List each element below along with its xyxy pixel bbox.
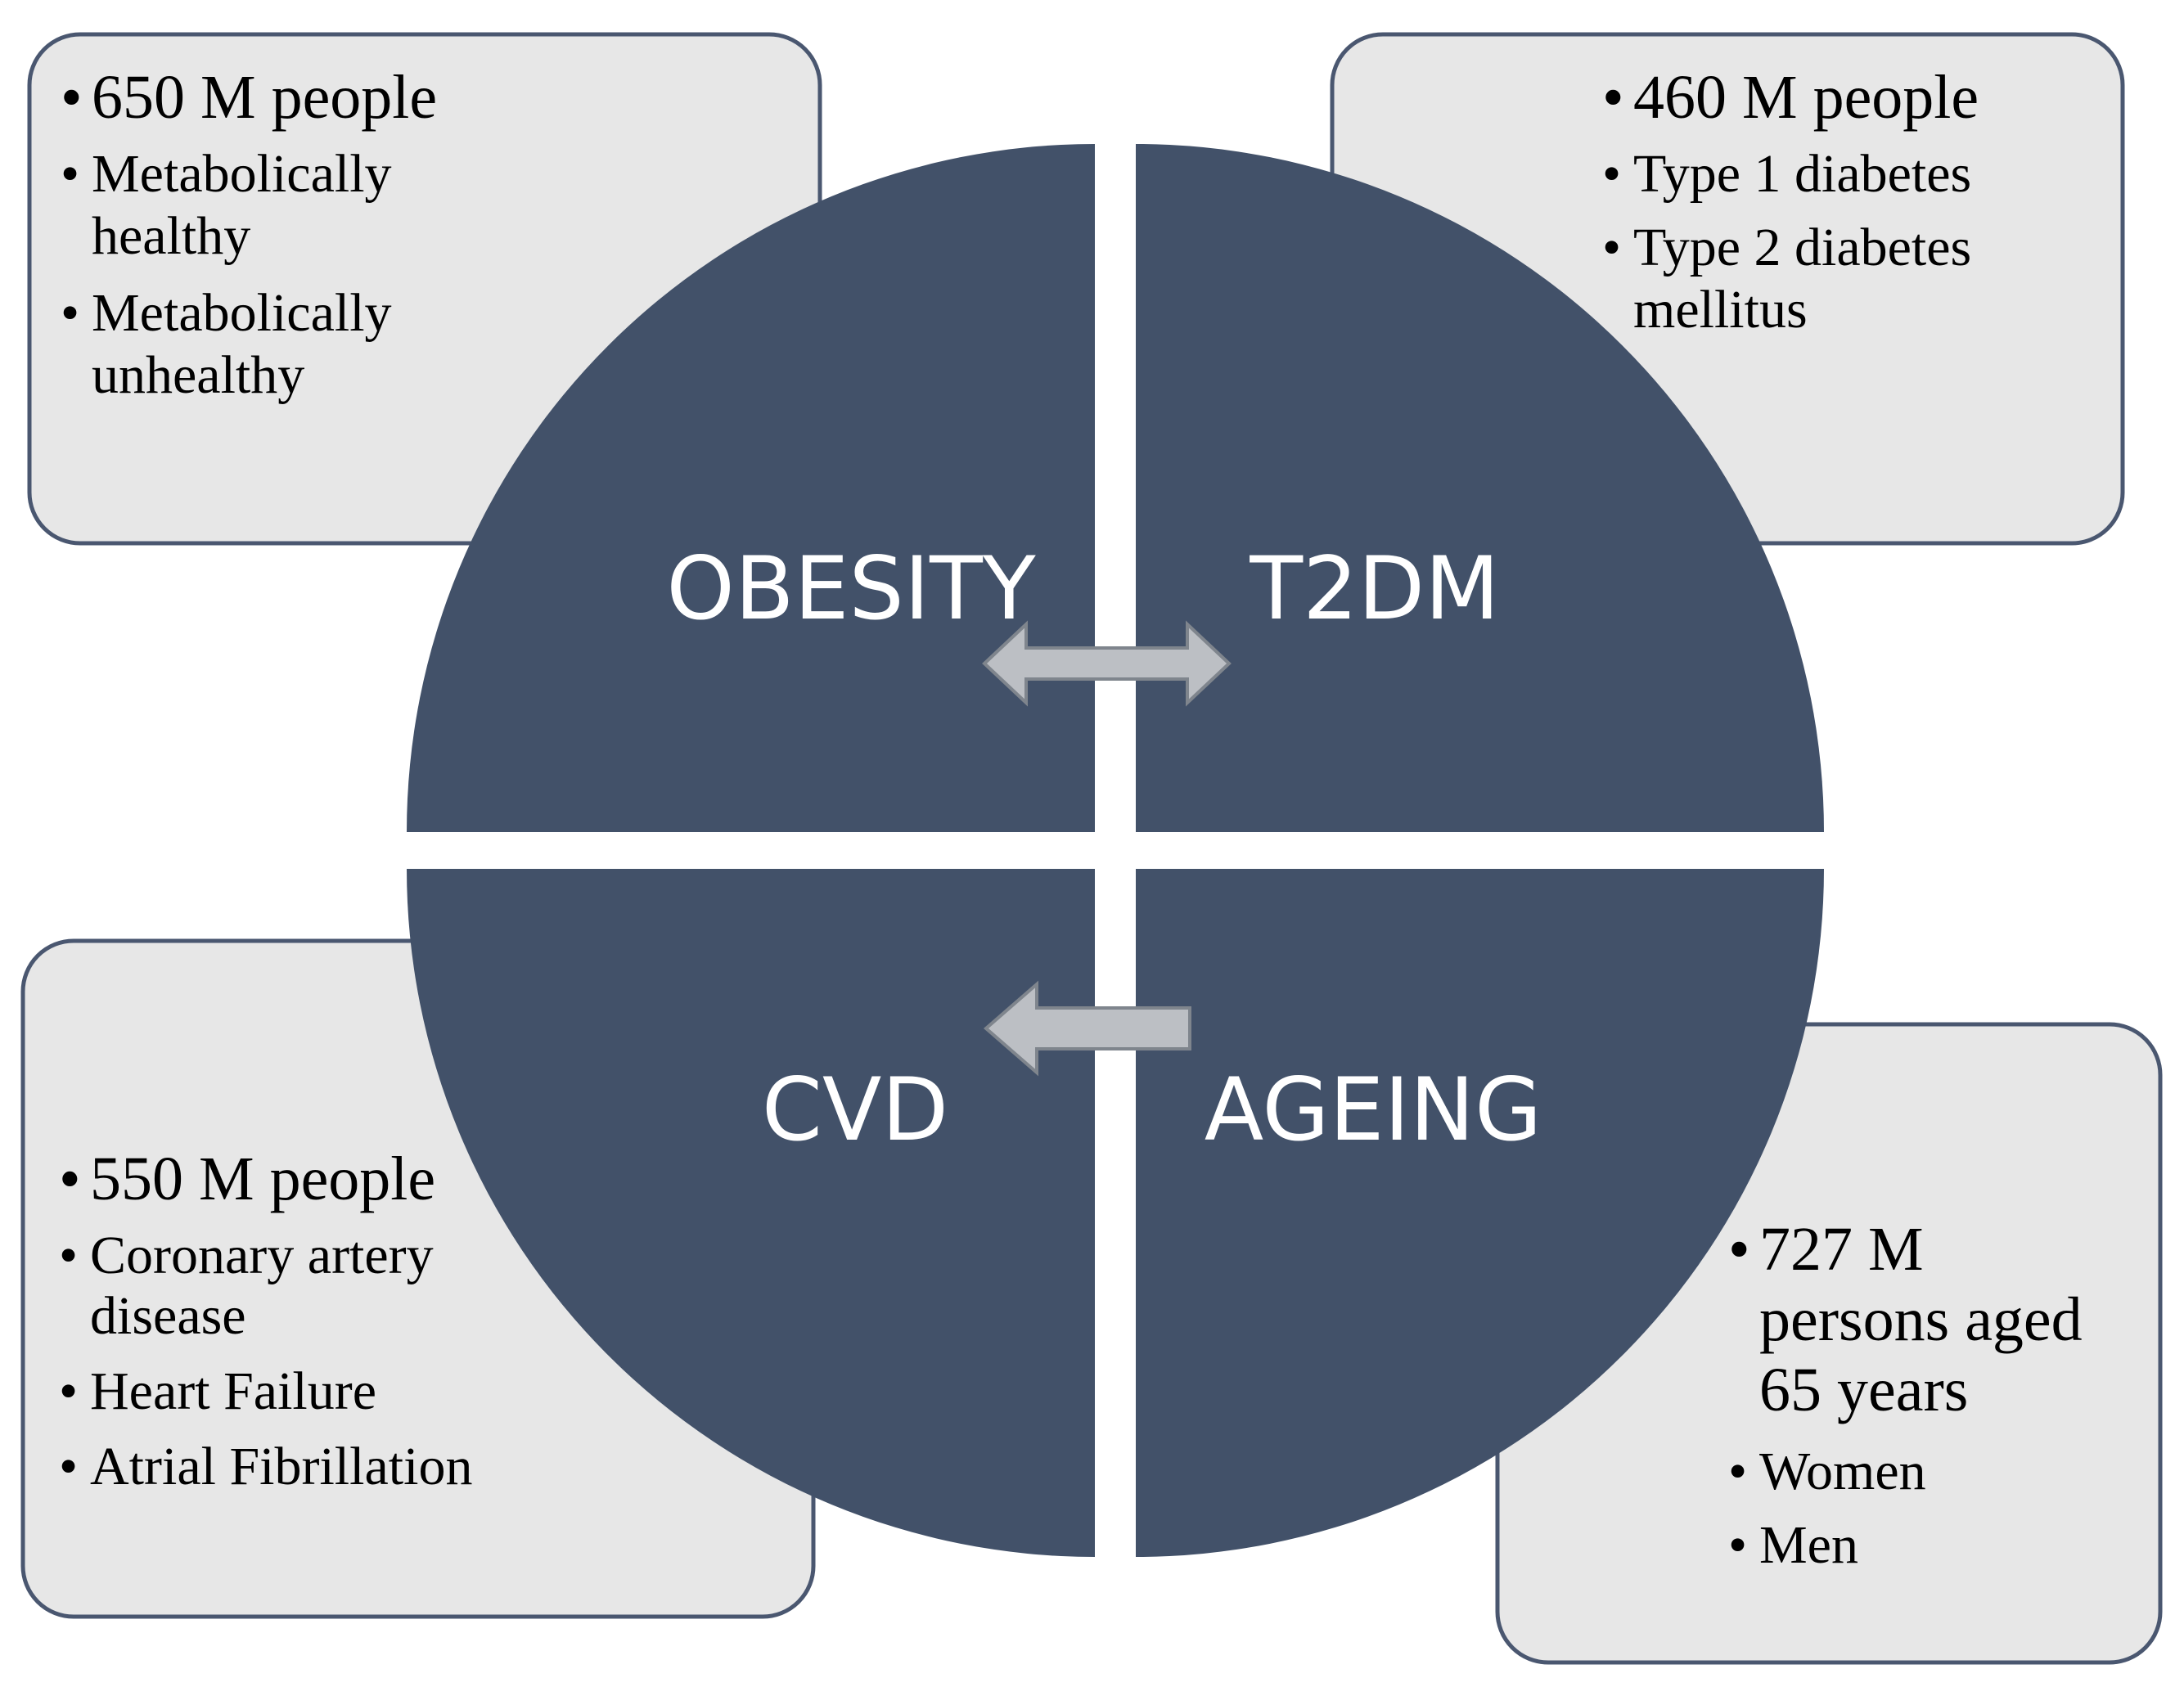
bullet-icon: • bbox=[59, 1226, 78, 1285]
population-count: 727 M bbox=[1759, 1215, 1924, 1284]
bullet-icon: • bbox=[1602, 218, 1621, 277]
population-count: 550 M people bbox=[90, 1145, 435, 1213]
bullet-icon: • bbox=[1728, 1515, 1747, 1575]
cvd-bullet-list: •550 M people•Coronary arterydisease•Hea… bbox=[59, 1145, 472, 1496]
ageing-quadrant bbox=[1136, 869, 1824, 1557]
bullet-item: mellitus bbox=[1633, 280, 1808, 340]
bullet-icon: • bbox=[1602, 144, 1621, 204]
obesity-bullet-list: •650 M people•Metabolicallyhealthy•Metab… bbox=[61, 63, 437, 405]
bullet-item: healthy bbox=[92, 206, 250, 266]
bullet-icon: • bbox=[61, 63, 83, 132]
cvd-label: CVD bbox=[762, 1059, 948, 1160]
bullet-icon: • bbox=[1728, 1442, 1747, 1501]
bullet-item: disease bbox=[90, 1286, 246, 1346]
bullet-icon: • bbox=[59, 1361, 78, 1421]
bullet-item: Atrial Fibrillation bbox=[90, 1437, 472, 1496]
bullet-icon: • bbox=[1728, 1215, 1750, 1284]
bullet-icon: • bbox=[1602, 63, 1624, 132]
double-headed-arrow-icon bbox=[982, 620, 1232, 707]
cvd-quadrant bbox=[407, 869, 1095, 1557]
bullet-item: Metabolically bbox=[92, 144, 392, 204]
bullet-item: unhealthy bbox=[92, 345, 304, 405]
bullet-item: Metabolically bbox=[92, 283, 392, 343]
t2dm-bullet-list: •460 M people•Type 1 diabetes•Type 2 dia… bbox=[1602, 63, 1979, 340]
bullet-item: Women bbox=[1759, 1442, 1926, 1501]
t2dm-quadrant bbox=[1136, 144, 1824, 832]
obesity-label: OBESITY bbox=[666, 538, 1035, 639]
bullet-item: Type 1 diabetes bbox=[1633, 144, 1971, 204]
population-count: 650 M people bbox=[92, 63, 437, 132]
bullet-icon: • bbox=[61, 283, 79, 343]
bullet-item: Type 2 diabetes bbox=[1633, 218, 1971, 277]
bullet-icon: • bbox=[61, 144, 79, 204]
population-count: 460 M people bbox=[1633, 63, 1979, 132]
bullet-item: Coronary artery bbox=[90, 1226, 434, 1285]
population-count: 65 years bbox=[1759, 1356, 1968, 1424]
bullet-item: Heart Failure bbox=[90, 1361, 376, 1421]
left-arrow-icon bbox=[983, 980, 1191, 1077]
obesity-quadrant bbox=[407, 144, 1095, 832]
t2dm-label: T2DM bbox=[1249, 538, 1499, 639]
ageing-label: AGEING bbox=[1205, 1059, 1542, 1160]
bullet-icon: • bbox=[59, 1145, 81, 1213]
bullet-item: Men bbox=[1759, 1515, 1858, 1575]
bullet-icon: • bbox=[59, 1437, 78, 1496]
population-count: persons aged bbox=[1759, 1285, 2083, 1354]
